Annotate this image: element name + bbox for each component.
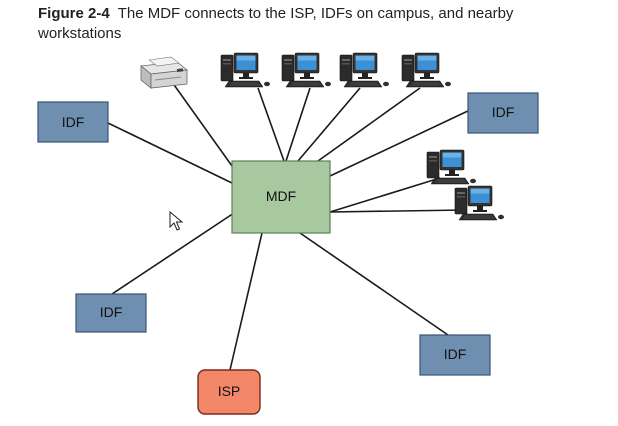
idf-label: IDF [444, 346, 467, 362]
workstation-icon [454, 185, 505, 221]
idf-node-top-left: IDF [37, 101, 109, 143]
figure-caption-text: The MDF connects to the ISP, IDFs on cam… [38, 5, 514, 42]
idf-label: IDF [100, 304, 123, 320]
mdf-node: MDF [231, 160, 331, 234]
workstation-icon [401, 52, 452, 88]
link-mdf-printer [171, 81, 233, 167]
workstation-icon [339, 52, 390, 88]
link-mdf-idf-top-right [329, 109, 471, 177]
link-mdf-workstation-5 [329, 177, 441, 213]
link-mdf-idf-bottom-right [299, 232, 449, 336]
isp-node: ISP [197, 369, 261, 415]
isp-label: ISP [218, 383, 241, 399]
idf-node-bottom-right: IDF [419, 334, 491, 376]
workstation-icon [426, 149, 477, 185]
mouse-pointer-icon [169, 210, 184, 231]
link-mdf-workstation-6 [329, 209, 467, 213]
link-mdf-isp [229, 232, 263, 371]
mdf-label: MDF [266, 188, 296, 204]
link-mdf-workstation-4 [317, 87, 421, 162]
idf-node-bottom-left: IDF [75, 293, 147, 333]
link-mdf-workstation-1 [257, 87, 285, 162]
idf-label: IDF [62, 114, 85, 130]
figure-label: Figure 2-4 [38, 5, 110, 22]
link-mdf-workstation-3 [297, 87, 361, 162]
workstation-icon [220, 52, 271, 88]
idf-label: IDF [492, 104, 515, 120]
network-links [107, 81, 471, 371]
workstation-icon [281, 52, 332, 88]
printer-icon [139, 56, 189, 89]
idf-node-top-right: IDF [467, 92, 539, 134]
link-mdf-idf-bottom-left [111, 212, 235, 295]
link-mdf-idf-top-left [107, 122, 233, 184]
link-mdf-workstation-2 [285, 87, 311, 162]
